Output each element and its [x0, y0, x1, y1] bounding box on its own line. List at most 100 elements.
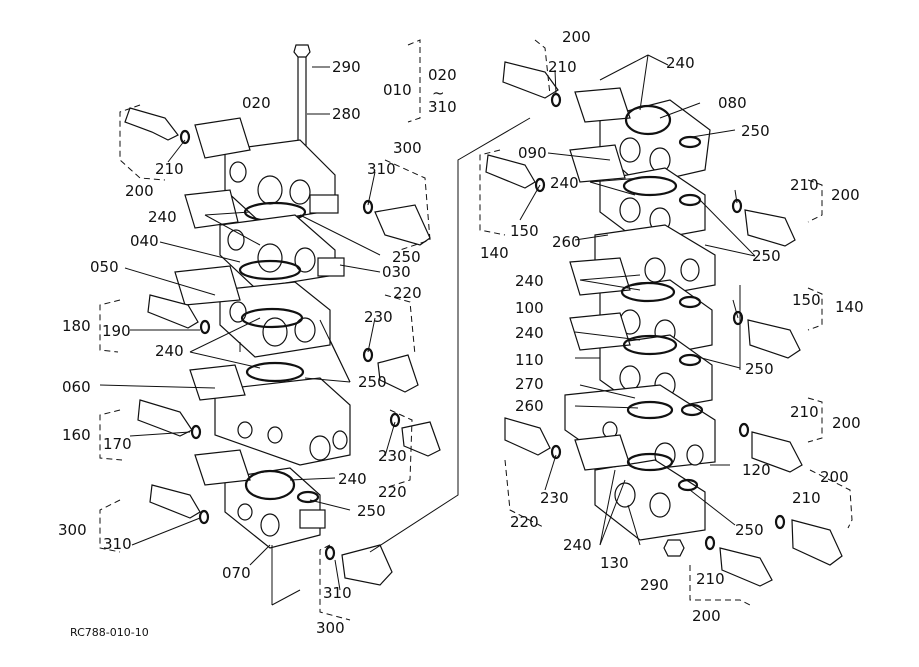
label-160: 160 — [62, 426, 91, 444]
label-r150: 150 — [510, 222, 539, 240]
left-valve-stack — [99, 39, 441, 621]
valve-section-130 — [574, 434, 706, 541]
label-240: 240 — [148, 208, 177, 226]
nut-290 — [293, 44, 311, 58]
label-240-b: 240 — [155, 342, 184, 360]
label-r200-b: 200 — [831, 186, 860, 204]
label-r210-d: 210 — [792, 489, 821, 507]
label-r210-b: 210 — [790, 176, 819, 194]
label-210: 210 — [155, 160, 184, 178]
relief-valve-140 — [732, 310, 801, 359]
valve-section-090 — [569, 144, 706, 243]
label-220: 220 — [393, 284, 422, 302]
label-r240-e: 240 — [563, 536, 592, 554]
part-number-labels: 290 020 280 010 020 ~ 310 300 310 210 20… — [58, 28, 864, 639]
label-280: 280 — [332, 105, 361, 123]
relief-valve-200-right — [774, 514, 843, 566]
label-190: 190 — [102, 322, 131, 340]
label-250-b: 250 — [358, 373, 387, 391]
relief-valve-160 — [137, 399, 202, 440]
relief-valve-150-left — [485, 154, 546, 193]
relief-valve-200-mid — [731, 198, 796, 247]
label-r250-c: 250 — [745, 360, 774, 378]
label-r090: 090 — [518, 144, 547, 162]
label-r210: 210 — [548, 58, 577, 76]
label-r120: 120 — [742, 461, 771, 479]
label-r230: 230 — [540, 489, 569, 507]
label-r130: 130 — [600, 554, 629, 572]
label-310-range: 310 — [428, 98, 457, 116]
relief-valve-220 — [362, 347, 419, 393]
label-r200-c: 200 — [832, 414, 861, 432]
label-040: 040 — [130, 232, 159, 250]
label-r250-d: 250 — [735, 521, 764, 539]
relief-valve-200-left — [124, 107, 191, 145]
label-020: 020 — [242, 94, 271, 112]
valve-section-020 — [194, 117, 339, 223]
label-010: 010 — [383, 81, 412, 99]
plug-220 — [504, 417, 562, 460]
label-300: 300 — [393, 139, 422, 157]
label-tilde: ~ — [432, 84, 445, 102]
label-310-c: 310 — [323, 584, 352, 602]
label-220-b: 220 — [378, 483, 407, 501]
brackets-left — [99, 39, 431, 621]
label-020-range: 020 — [428, 66, 457, 84]
relief-valve-300-left — [149, 484, 210, 525]
valve-section-030 — [184, 189, 345, 289]
label-r250: 250 — [741, 122, 770, 140]
label-r140: 140 — [480, 244, 509, 262]
relief-valve-300-bottom — [324, 544, 393, 586]
nut-290-right — [663, 539, 685, 557]
label-060: 060 — [62, 378, 91, 396]
label-r200: 200 — [562, 28, 591, 46]
label-r250-b: 250 — [752, 247, 781, 265]
label-250-c: 250 — [357, 502, 386, 520]
label-r260-b: 260 — [515, 397, 544, 415]
label-310-b: 310 — [103, 535, 132, 553]
label-250: 250 — [392, 248, 421, 266]
relief-valve-200-top — [502, 61, 562, 108]
label-r150-b: 150 — [792, 291, 821, 309]
label-r240-d: 240 — [515, 324, 544, 342]
relief-valve-180 — [147, 294, 211, 335]
label-030: 030 — [382, 263, 411, 281]
label-r200-e: 200 — [692, 607, 721, 625]
relief-valve-200-lower — [738, 422, 803, 473]
relief-valve-300-right — [362, 199, 431, 246]
valve-section-050 — [174, 265, 331, 383]
label-300-b: 300 — [58, 521, 87, 539]
label-r140-b: 140 — [835, 298, 864, 316]
leader-lines-right — [519, 54, 756, 546]
end-section-070 — [194, 449, 326, 549]
relief-valve-200-bottom — [704, 535, 773, 587]
label-r200-d: 200 — [820, 468, 849, 486]
label-070: 070 — [222, 564, 251, 582]
right-valve-stack — [479, 39, 853, 606]
label-r220: 220 — [510, 513, 539, 531]
label-r100: 100 — [515, 299, 544, 317]
label-r270: 270 — [515, 375, 544, 393]
label-230-b: 230 — [378, 447, 407, 465]
label-170: 170 — [103, 435, 132, 453]
label-r210-e: 210 — [696, 570, 725, 588]
label-r110: 110 — [515, 351, 544, 369]
label-240-c: 240 — [338, 470, 367, 488]
label-r260: 260 — [552, 233, 581, 251]
label-050: 050 — [90, 258, 119, 276]
brackets-right — [479, 39, 853, 606]
label-310: 310 — [367, 160, 396, 178]
label-180: 180 — [62, 317, 91, 335]
label-300-c: 300 — [316, 619, 345, 637]
label-r240: 240 — [666, 54, 695, 72]
inlet-section-060 — [189, 364, 351, 466]
assembly-connector — [369, 117, 531, 553]
leader-lines-left — [99, 66, 396, 606]
label-r240-b: 240 — [550, 174, 579, 192]
label-r080: 080 — [718, 94, 747, 112]
label-200: 200 — [125, 182, 154, 200]
drawing-code: RC788-010-10 — [70, 626, 149, 639]
label-290: 290 — [332, 58, 361, 76]
label-230: 230 — [364, 308, 393, 326]
